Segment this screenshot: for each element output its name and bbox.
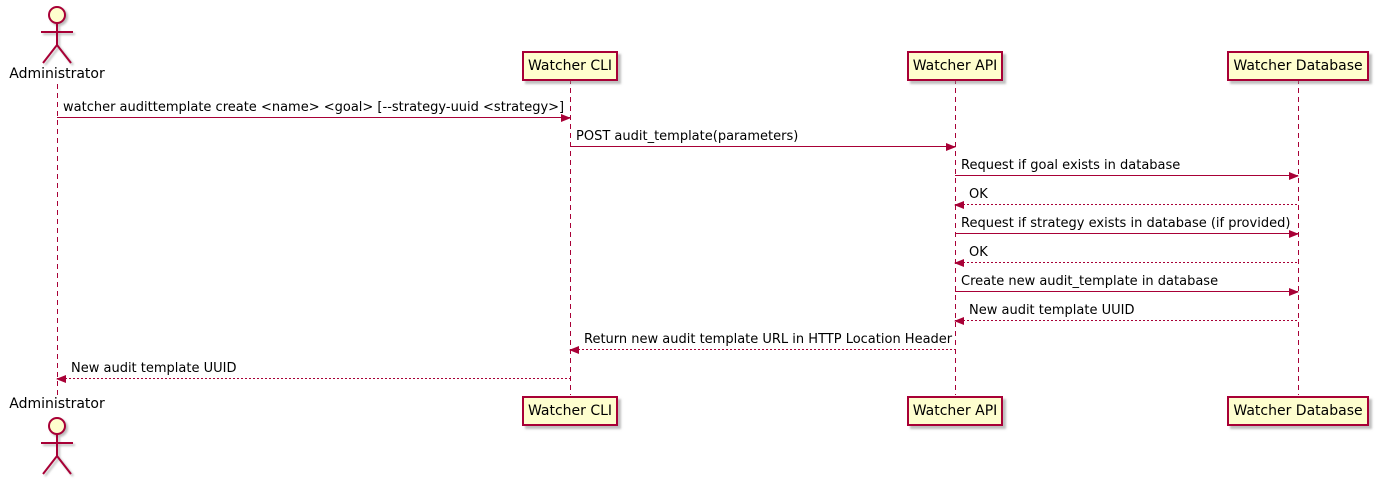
arrowhead-left-icon — [954, 258, 964, 267]
message-2-line — [570, 146, 955, 147]
message-5-line — [955, 233, 1298, 234]
actor-icon-bottom — [41, 417, 73, 475]
message-7: Create new audit_template in database — [955, 272, 1299, 296]
message-8: New audit template UUID — [954, 301, 1298, 325]
participant-watcher-cli-top: Watcher CLI — [522, 51, 618, 81]
participant-watcher-cli-bottom: Watcher CLI — [522, 396, 618, 426]
lifeline-watcher-cli — [570, 79, 571, 395]
participant-watcher-api-bottom: Watcher API — [907, 396, 1003, 426]
message-6-text: OK — [969, 245, 988, 260]
message-1: watcher audittemplate create <name> <goa… — [57, 98, 571, 122]
message-2-text: POST audit_template(parameters) — [576, 129, 799, 144]
message-5: Request if strategy exists in database (… — [955, 214, 1299, 238]
message-10-text: New audit template UUID — [71, 361, 237, 376]
message-10: New audit template UUID — [56, 359, 570, 383]
participant-label: Watcher API — [912, 58, 998, 74]
arrowhead-left-icon — [569, 345, 579, 354]
participant-label: Watcher Database — [1233, 403, 1363, 419]
participant-watcher-api-top: Watcher API — [907, 51, 1003, 81]
message-3-line — [955, 175, 1298, 176]
arrowhead-left-icon — [954, 200, 964, 209]
message-6: OK — [954, 243, 1298, 267]
actor-name-top: Administrator — [9, 66, 105, 82]
message-4-line — [955, 204, 1298, 205]
participant-label: Watcher CLI — [527, 403, 613, 419]
participant-label: Watcher CLI — [527, 58, 613, 74]
arrowhead-left-icon — [954, 316, 964, 325]
message-9-line — [570, 349, 955, 350]
message-1-line — [57, 117, 570, 118]
participant-label: Watcher API — [912, 403, 998, 419]
message-9: Return new audit template URL in HTTP Lo… — [569, 330, 955, 354]
arrowhead-right-icon — [1289, 171, 1299, 180]
message-5-text: Request if strategy exists in database (… — [961, 216, 1291, 231]
participant-watcher-database-top: Watcher Database — [1227, 51, 1369, 81]
message-9-text: Return new audit template URL in HTTP Lo… — [584, 332, 953, 347]
message-2: POST audit_template(parameters) — [570, 127, 956, 151]
arrowhead-left-icon — [56, 374, 66, 383]
participant-label: Watcher Database — [1233, 58, 1363, 74]
message-6-line — [955, 262, 1298, 263]
message-7-line — [955, 291, 1298, 292]
message-8-line — [955, 320, 1298, 321]
message-3: Request if goal exists in database — [955, 156, 1299, 180]
arrowhead-right-icon — [1289, 287, 1299, 296]
lifeline-administrator — [57, 84, 58, 395]
participant-watcher-database-bottom: Watcher Database — [1227, 396, 1369, 426]
message-1-text: watcher audittemplate create <name> <goa… — [63, 100, 565, 115]
message-10-line — [57, 378, 570, 379]
actor-icon-top — [41, 6, 73, 64]
arrowhead-right-icon — [1289, 229, 1299, 238]
message-4-text: OK — [969, 187, 988, 202]
arrowhead-right-icon — [561, 113, 571, 122]
message-7-text: Create new audit_template in database — [961, 274, 1219, 289]
message-8-text: New audit template UUID — [969, 303, 1135, 318]
actor-name-bottom: Administrator — [9, 396, 105, 412]
lifeline-watcher-api — [955, 79, 956, 395]
message-4: OK — [954, 185, 1298, 209]
message-3-text: Request if goal exists in database — [961, 158, 1181, 173]
arrowhead-right-icon — [946, 142, 956, 151]
